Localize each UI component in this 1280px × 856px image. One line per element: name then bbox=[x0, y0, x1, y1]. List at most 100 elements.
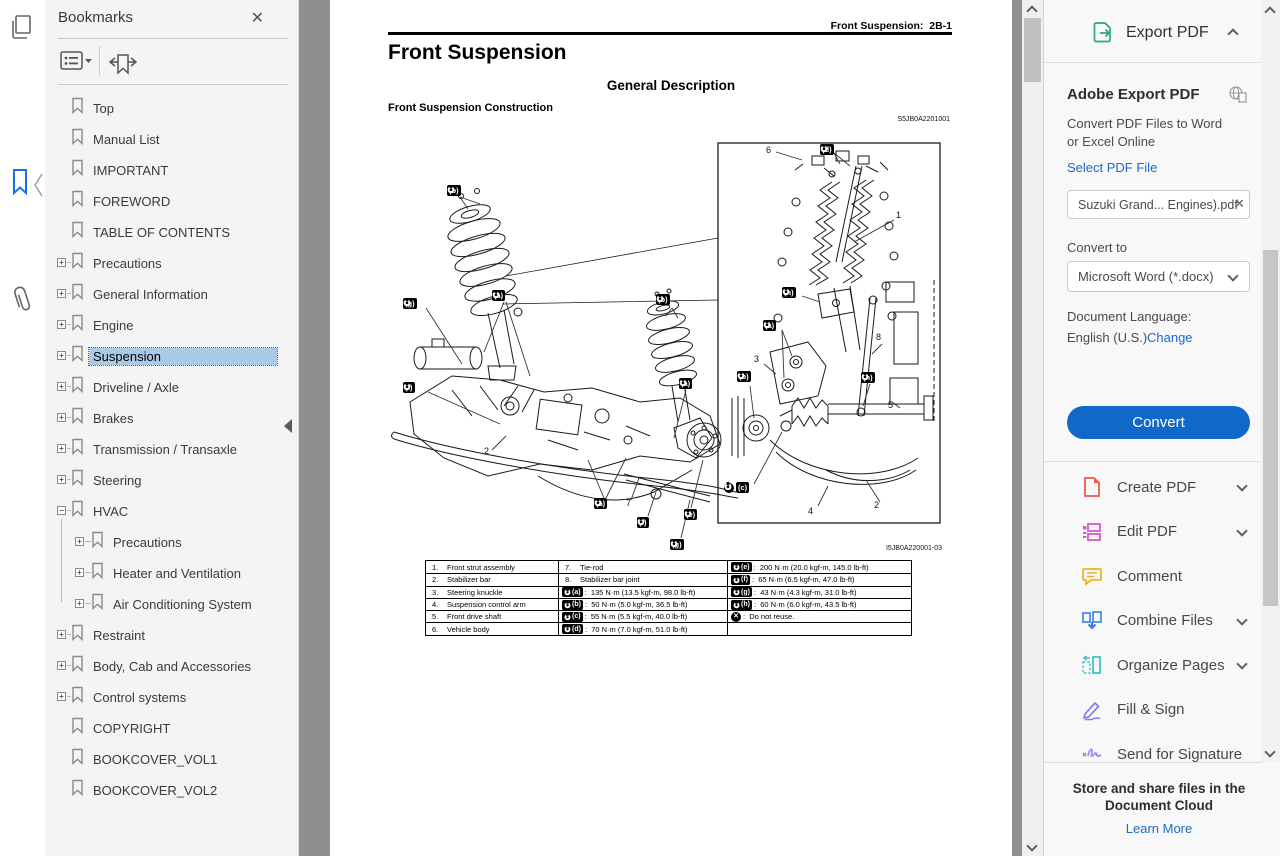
expand-icon[interactable]: + bbox=[57, 661, 66, 670]
bookmark-item[interactable]: + Brakes bbox=[45, 406, 299, 438]
bookmark-item[interactable]: + Heater and Ventilation bbox=[45, 561, 299, 593]
bookmark-item-label[interactable]: TABLE OF CONTENTS bbox=[93, 225, 230, 240]
expand-icon[interactable]: + bbox=[57, 289, 66, 298]
bookmark-item[interactable]: + Transmission / Transaxle bbox=[45, 437, 299, 469]
bookmark-item[interactable]: + Driveline / Axle bbox=[45, 375, 299, 407]
tool-item-edit-pdf[interactable]: Edit PDF bbox=[1044, 510, 1262, 554]
expand-icon[interactable]: + bbox=[57, 475, 66, 484]
bookmark-item[interactable]: + Air Conditioning System bbox=[45, 592, 299, 624]
selected-file-field[interactable]: Suzuki Grand... Engines).pdf bbox=[1067, 190, 1250, 219]
expand-icon[interactable]: + bbox=[75, 599, 84, 608]
bookmark-item-label[interactable]: FOREWORD bbox=[93, 194, 171, 209]
tool-item-label: Fill & Sign bbox=[1117, 701, 1185, 718]
bookmark-item[interactable]: + General Information bbox=[45, 282, 299, 314]
collapse-panel-arrow[interactable] bbox=[284, 419, 292, 433]
bookmark-item-label[interactable]: Control systems bbox=[93, 690, 187, 705]
expand-current-bookmark-icon[interactable] bbox=[108, 49, 138, 82]
bookmark-item-label[interactable]: Top bbox=[93, 101, 114, 116]
expand-icon[interactable]: + bbox=[57, 630, 66, 639]
bookmarks-panel-icon[interactable] bbox=[9, 168, 37, 198]
bookmark-item-label[interactable]: BOOKCOVER_VOL2 bbox=[93, 783, 218, 798]
bookmark-item[interactable]: Manual List bbox=[45, 127, 299, 159]
bookmark-item[interactable]: + Control systems bbox=[45, 685, 299, 717]
expand-icon[interactable]: + bbox=[57, 413, 66, 422]
tool-item-send-signature[interactable]: Send for Signature bbox=[1044, 732, 1262, 776]
tool-item-fill-sign[interactable]: Fill & Sign bbox=[1044, 688, 1262, 732]
clear-file-icon[interactable]: ✕ bbox=[1234, 196, 1245, 211]
bookmark-item-label[interactable]: HVAC bbox=[93, 504, 129, 519]
expand-icon[interactable]: + bbox=[57, 258, 66, 267]
scrollbar-thumb[interactable] bbox=[1024, 18, 1041, 82]
tool-item-combine-files[interactable]: Combine Files bbox=[1044, 599, 1262, 643]
document-scrollbar[interactable] bbox=[1022, 0, 1043, 856]
expand-icon[interactable]: + bbox=[57, 382, 66, 391]
bookmark-item-label[interactable]: Engine bbox=[93, 318, 134, 333]
bookmark-item-label[interactable]: BOOKCOVER_VOL1 bbox=[93, 752, 218, 767]
bookmark-item-label[interactable]: Suspension bbox=[88, 347, 278, 366]
bookmark-item[interactable]: IMPORTANT bbox=[45, 158, 299, 190]
bookmark-item-label[interactable]: Restraint bbox=[93, 628, 146, 643]
expand-icon[interactable]: + bbox=[57, 692, 66, 701]
scroll-down-icon[interactable] bbox=[1264, 746, 1276, 758]
bookmark-item-label[interactable]: IMPORTANT bbox=[93, 163, 169, 178]
collapse-icon[interactable]: − bbox=[57, 506, 66, 515]
bookmark-item-label[interactable]: Steering bbox=[93, 473, 142, 488]
expand-icon[interactable]: + bbox=[57, 320, 66, 329]
close-panel-icon[interactable]: ✕ bbox=[250, 10, 264, 27]
bookmark-item[interactable]: + Body, Cab and Accessories bbox=[45, 654, 299, 686]
learn-more-link[interactable]: Learn More bbox=[1125, 821, 1193, 836]
bookmark-item-label[interactable]: COPYRIGHT bbox=[93, 721, 171, 736]
bookmark-item[interactable]: COPYRIGHT bbox=[45, 716, 299, 748]
page-thumbnails-icon[interactable] bbox=[9, 13, 37, 43]
divider bbox=[58, 38, 288, 39]
tree-connector bbox=[85, 541, 91, 542]
bookmark-item[interactable]: − HVAC bbox=[45, 499, 299, 531]
bookmark-item[interactable]: Top bbox=[45, 96, 299, 128]
attachments-icon[interactable] bbox=[9, 284, 37, 314]
expand-icon[interactable]: + bbox=[75, 568, 84, 577]
change-language-link[interactable]: Change bbox=[1147, 330, 1193, 345]
bookmark-icon bbox=[71, 221, 84, 243]
chevron-down-icon bbox=[1236, 613, 1248, 626]
scroll-down-icon[interactable] bbox=[1026, 840, 1038, 852]
tools-panel-header[interactable]: Export PDF bbox=[1126, 24, 1209, 41]
bookmark-item[interactable]: TABLE OF CONTENTS bbox=[45, 220, 299, 252]
tool-item-comment[interactable]: Comment bbox=[1044, 554, 1262, 598]
bookmark-item-label[interactable]: Precautions bbox=[93, 256, 162, 271]
bookmark-item-label[interactable]: General Information bbox=[93, 287, 208, 302]
expand-icon[interactable]: + bbox=[57, 351, 66, 360]
collapse-section-icon[interactable] bbox=[1227, 28, 1239, 40]
bookmark-options-icon[interactable] bbox=[60, 49, 92, 78]
bookmark-item[interactable]: + Precautions bbox=[45, 530, 299, 562]
bookmark-item[interactable]: BOOKCOVER_VOL1 bbox=[45, 747, 299, 779]
bookmark-item-label[interactable]: Driveline / Axle bbox=[93, 380, 179, 395]
select-pdf-file-link[interactable]: Select PDF File bbox=[1067, 160, 1158, 175]
bookmark-item[interactable]: FOREWORD bbox=[45, 189, 299, 221]
scroll-up-icon[interactable] bbox=[1026, 5, 1038, 17]
bookmark-item[interactable]: BOOKCOVER_VOL2 bbox=[45, 778, 299, 810]
convert-button[interactable]: Convert bbox=[1067, 406, 1250, 439]
bookmark-item[interactable]: + Engine bbox=[45, 313, 299, 345]
table-cell: ✕: Do not reuse. bbox=[727, 611, 911, 623]
convert-to-dropdown[interactable]: Microsoft Word (*.docx) bbox=[1067, 261, 1250, 292]
bookmark-item-label[interactable]: Air Conditioning System bbox=[113, 597, 252, 612]
bookmark-item[interactable]: + Restraint bbox=[45, 623, 299, 655]
bookmark-item-label[interactable]: Precautions bbox=[113, 535, 182, 550]
bookmark-item[interactable]: + Suspension bbox=[45, 344, 299, 376]
bookmark-item-label[interactable]: Manual List bbox=[93, 132, 160, 147]
tool-item-create-pdf[interactable]: Create PDF bbox=[1044, 465, 1262, 509]
bookmark-item-label[interactable]: Transmission / Transaxle bbox=[93, 442, 238, 457]
expand-icon[interactable]: + bbox=[75, 537, 84, 546]
tools-scrollbar[interactable] bbox=[1261, 0, 1280, 762]
bookmark-item[interactable]: + Precautions bbox=[45, 251, 299, 283]
combine-files-icon bbox=[1081, 610, 1103, 632]
tool-item-organize-pages[interactable]: Organize Pages bbox=[1044, 643, 1262, 687]
expand-icon[interactable]: + bbox=[57, 444, 66, 453]
bookmark-item-label[interactable]: Body, Cab and Accessories bbox=[93, 659, 252, 674]
table-cell: 2.Stabilizer bar bbox=[432, 575, 491, 585]
bookmark-item[interactable]: + Steering bbox=[45, 468, 299, 500]
bookmark-item-label[interactable]: Heater and Ventilation bbox=[113, 566, 241, 581]
scrollbar-thumb[interactable] bbox=[1263, 250, 1278, 606]
scroll-up-icon[interactable] bbox=[1264, 6, 1276, 18]
bookmark-item-label[interactable]: Brakes bbox=[93, 411, 134, 426]
